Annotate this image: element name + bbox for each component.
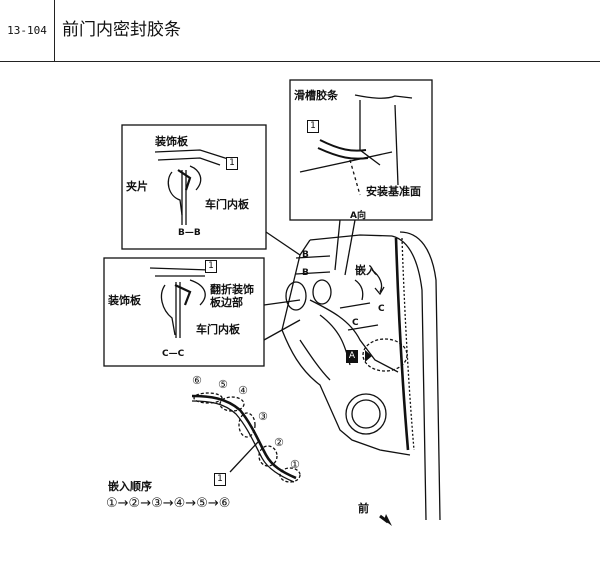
a-view-marker: A — [346, 350, 358, 363]
c-mark-top: C — [378, 304, 385, 314]
bb-door-inner-panel-label: 车门内板 — [205, 198, 249, 211]
insertion-order-title: 嵌入顺序 — [108, 480, 152, 493]
section-bb-frame — [121, 124, 267, 250]
view-a-label: A向 — [350, 211, 366, 221]
page-title: 前门内密封胶条 — [62, 20, 181, 40]
position-1-marker: ① — [290, 458, 300, 471]
cc-door-inner-panel-label: 车门内板 — [196, 323, 240, 336]
position-2-marker: ② — [274, 436, 284, 449]
cc-trim-panel-label: 装饰板 — [108, 294, 141, 307]
position-3-marker: ③ — [258, 410, 268, 423]
b-mark-top: B — [302, 250, 309, 260]
page-code: 13-104 — [0, 0, 55, 61]
insert-label: 嵌入 — [355, 264, 377, 277]
bb-part-tag: 1 — [226, 157, 238, 170]
section-cc-frame — [103, 257, 265, 367]
bb-trim-panel-label: 装饰板 — [155, 135, 188, 148]
c-mark-bottom: C — [352, 318, 359, 328]
view-a-part-tag: 1 — [307, 120, 319, 133]
front-direction-label: 前 — [358, 502, 369, 515]
channel-seal-label: 滑槽胶条 — [294, 89, 338, 102]
cc-section-label: C—C — [162, 349, 185, 359]
page-header: 13-104 前门内密封胶条 — [0, 0, 600, 62]
insertion-order-sequence: ①→②→③→④→⑤→⑥ — [106, 496, 231, 511]
cc-folded-edge-label: 翻折装饰板边部 — [210, 283, 254, 309]
b-mark-bottom: B — [302, 268, 309, 278]
bb-clip-label: 夹片 — [126, 180, 148, 193]
cc-part-tag: 1 — [205, 260, 217, 273]
position-4-marker: ④ — [238, 384, 248, 397]
bb-section-label: B—B — [178, 228, 201, 238]
strip-part-tag: 1 — [214, 473, 226, 486]
view-a-frame — [289, 79, 433, 221]
position-6-marker: ⑥ — [192, 374, 202, 387]
position-5-marker: ⑤ — [218, 378, 228, 391]
datum-surface-label: 安装基准面 — [366, 185, 421, 198]
